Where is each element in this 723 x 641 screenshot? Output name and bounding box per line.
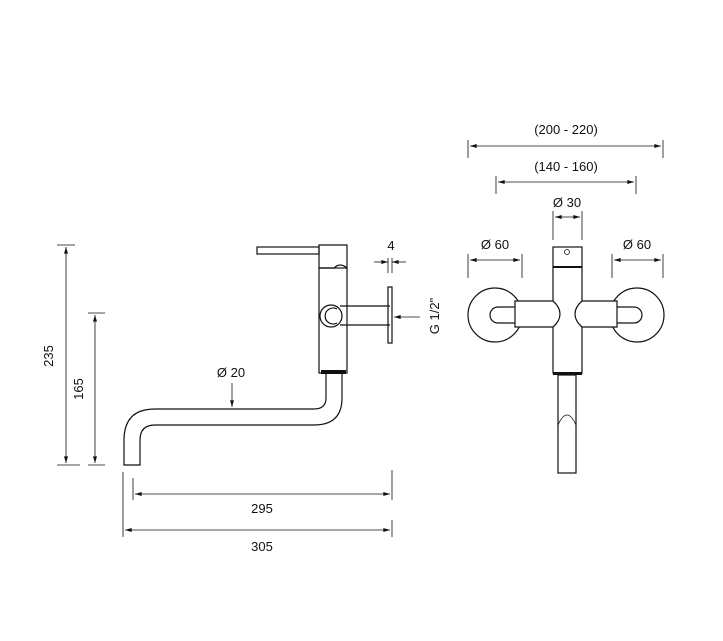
rosette-left	[467, 287, 523, 343]
rosette-right	[609, 287, 665, 343]
label-spout-diameter: Ø 20	[217, 365, 245, 380]
label-305: 305	[251, 539, 273, 554]
label-outer-distance: (200 - 220)	[534, 122, 598, 137]
arm-right	[574, 300, 618, 328]
dim-ext-235	[57, 244, 80, 466]
body-cap	[318, 244, 348, 270]
label-inner-distance: (140 - 160)	[534, 159, 598, 174]
eccentric-left	[489, 306, 515, 324]
arm-left	[514, 300, 561, 328]
dim-ext-165	[88, 312, 105, 466]
label-rosette-right: Ø 60	[623, 237, 651, 252]
aerator-ring	[321, 370, 346, 374]
label-rosette-left: Ø 60	[481, 237, 509, 252]
label-235: 235	[41, 345, 56, 367]
lever-handle	[256, 246, 320, 255]
label-thread: G 1/2"	[427, 297, 442, 334]
front-view: (200 - 220) (140 - 160) Ø 30 Ø 60 Ø 60	[467, 122, 665, 474]
dim-ext-front	[467, 140, 664, 278]
label-flange-thickness: 4	[387, 238, 394, 253]
connector-ring	[319, 304, 343, 328]
spout-bend	[557, 414, 577, 426]
dim-ext-horizontal	[122, 470, 393, 537]
dim-ext-4	[387, 258, 393, 273]
label-165: 165	[71, 378, 86, 400]
side-view: 235 165 295 305 Ø 20 4 G 1/2"	[41, 238, 442, 554]
spout	[123, 374, 343, 466]
label-295: 295	[251, 501, 273, 516]
front-spout	[557, 374, 577, 474]
label-body-diameter: Ø 30	[553, 195, 581, 210]
connector-arc	[324, 307, 338, 325]
indicator-dot	[564, 249, 570, 255]
supply-pipe	[340, 305, 390, 326]
eccentric-right	[617, 306, 643, 324]
wall-flange	[387, 286, 393, 344]
front-aerator	[553, 372, 582, 375]
